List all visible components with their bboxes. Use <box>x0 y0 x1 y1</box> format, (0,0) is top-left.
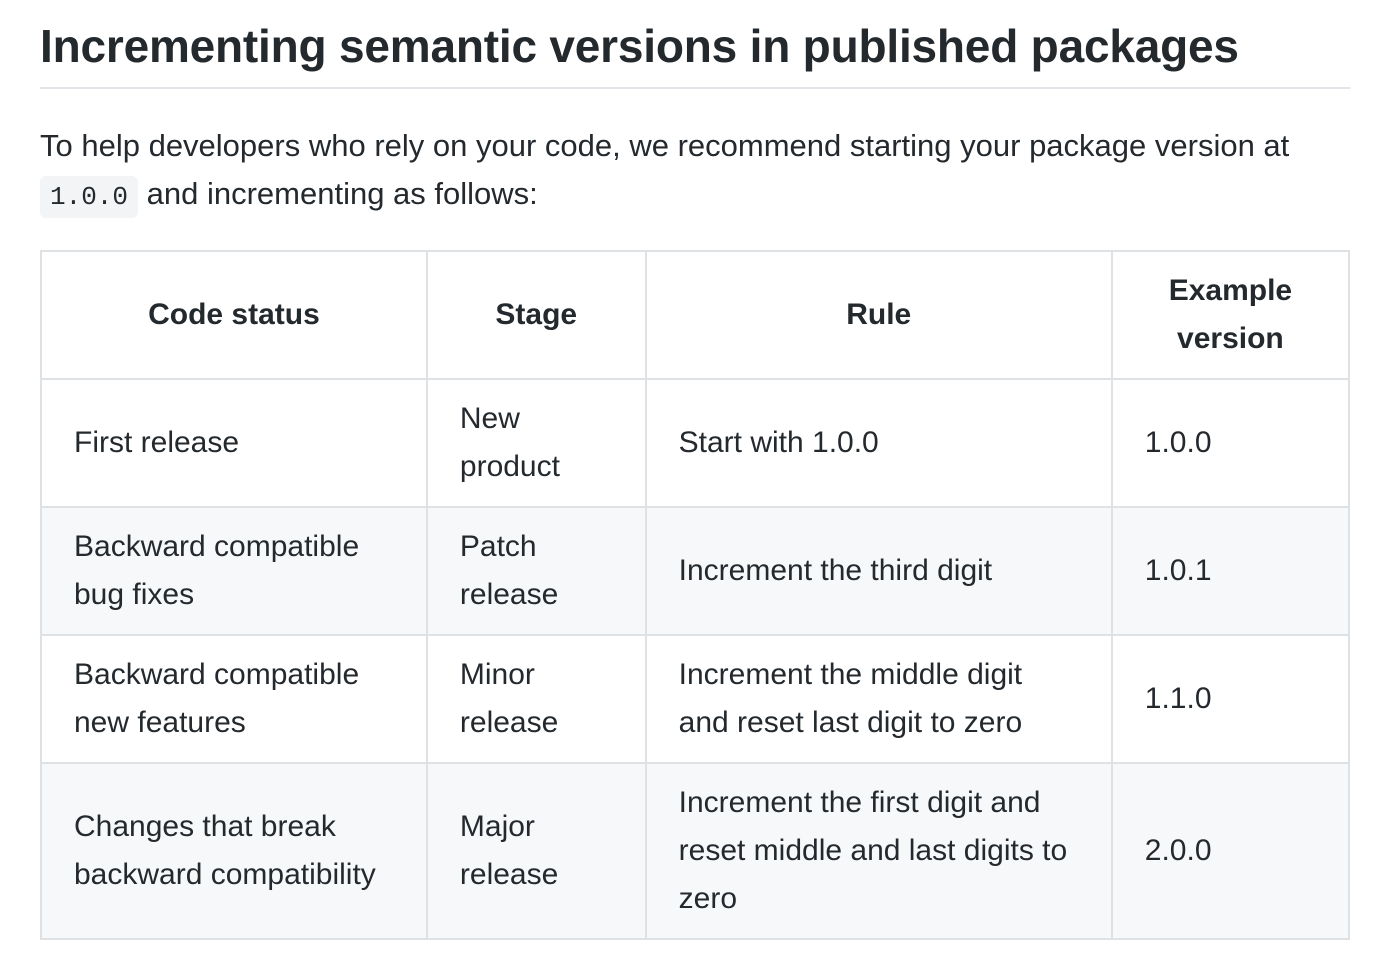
cell-rule: Increment the third digit <box>644 506 1113 636</box>
header-rule: Rule <box>644 250 1113 380</box>
table-row: Backward compatible new features Minor r… <box>40 634 1351 764</box>
header-example-version: Example version <box>1110 250 1351 380</box>
intro-text-after: and incrementing as follows: <box>138 176 538 211</box>
table-row: Changes that break backward compatibilit… <box>40 762 1351 940</box>
header-stage: Stage <box>425 250 647 380</box>
cell-stage: Patch release <box>425 506 647 636</box>
cell-example-version: 2.0.0 <box>1110 762 1351 940</box>
cell-code-status: Changes that break backward compatibilit… <box>40 762 428 940</box>
cell-rule: Increment the middle digit and reset las… <box>644 634 1113 764</box>
cell-stage: New product <box>425 378 647 508</box>
page-title: Incrementing semantic versions in publis… <box>40 20 1239 72</box>
cell-example-version: 1.0.1 <box>1110 506 1351 636</box>
cell-code-status: Backward compatible bug fixes <box>40 506 428 636</box>
version-increment-table: Code status Stage Rule Example version F… <box>40 250 1351 940</box>
cell-example-version: 1.1.0 <box>1110 634 1351 764</box>
table-row: First release New product Start with 1.0… <box>40 378 1351 508</box>
table-row: Backward compatible bug fixes Patch rele… <box>40 506 1351 636</box>
cell-rule: Start with 1.0.0 <box>644 378 1113 508</box>
intro-text-before: To help developers who rely on your code… <box>40 128 1290 163</box>
table-header-row: Code status Stage Rule Example version <box>40 250 1351 380</box>
title-divider <box>40 87 1350 89</box>
cell-code-status: Backward compatible new features <box>40 634 428 764</box>
intro-paragraph: To help developers who rely on your code… <box>40 122 1340 221</box>
cell-rule: Increment the first digit and reset midd… <box>644 762 1113 940</box>
cell-stage: Major release <box>425 762 647 940</box>
header-code-status: Code status <box>40 250 428 380</box>
cell-code-status: First release <box>40 378 428 508</box>
cell-stage: Minor release <box>425 634 647 764</box>
inline-code-version: 1.0.0 <box>40 176 139 218</box>
cell-example-version: 1.0.0 <box>1110 378 1351 508</box>
